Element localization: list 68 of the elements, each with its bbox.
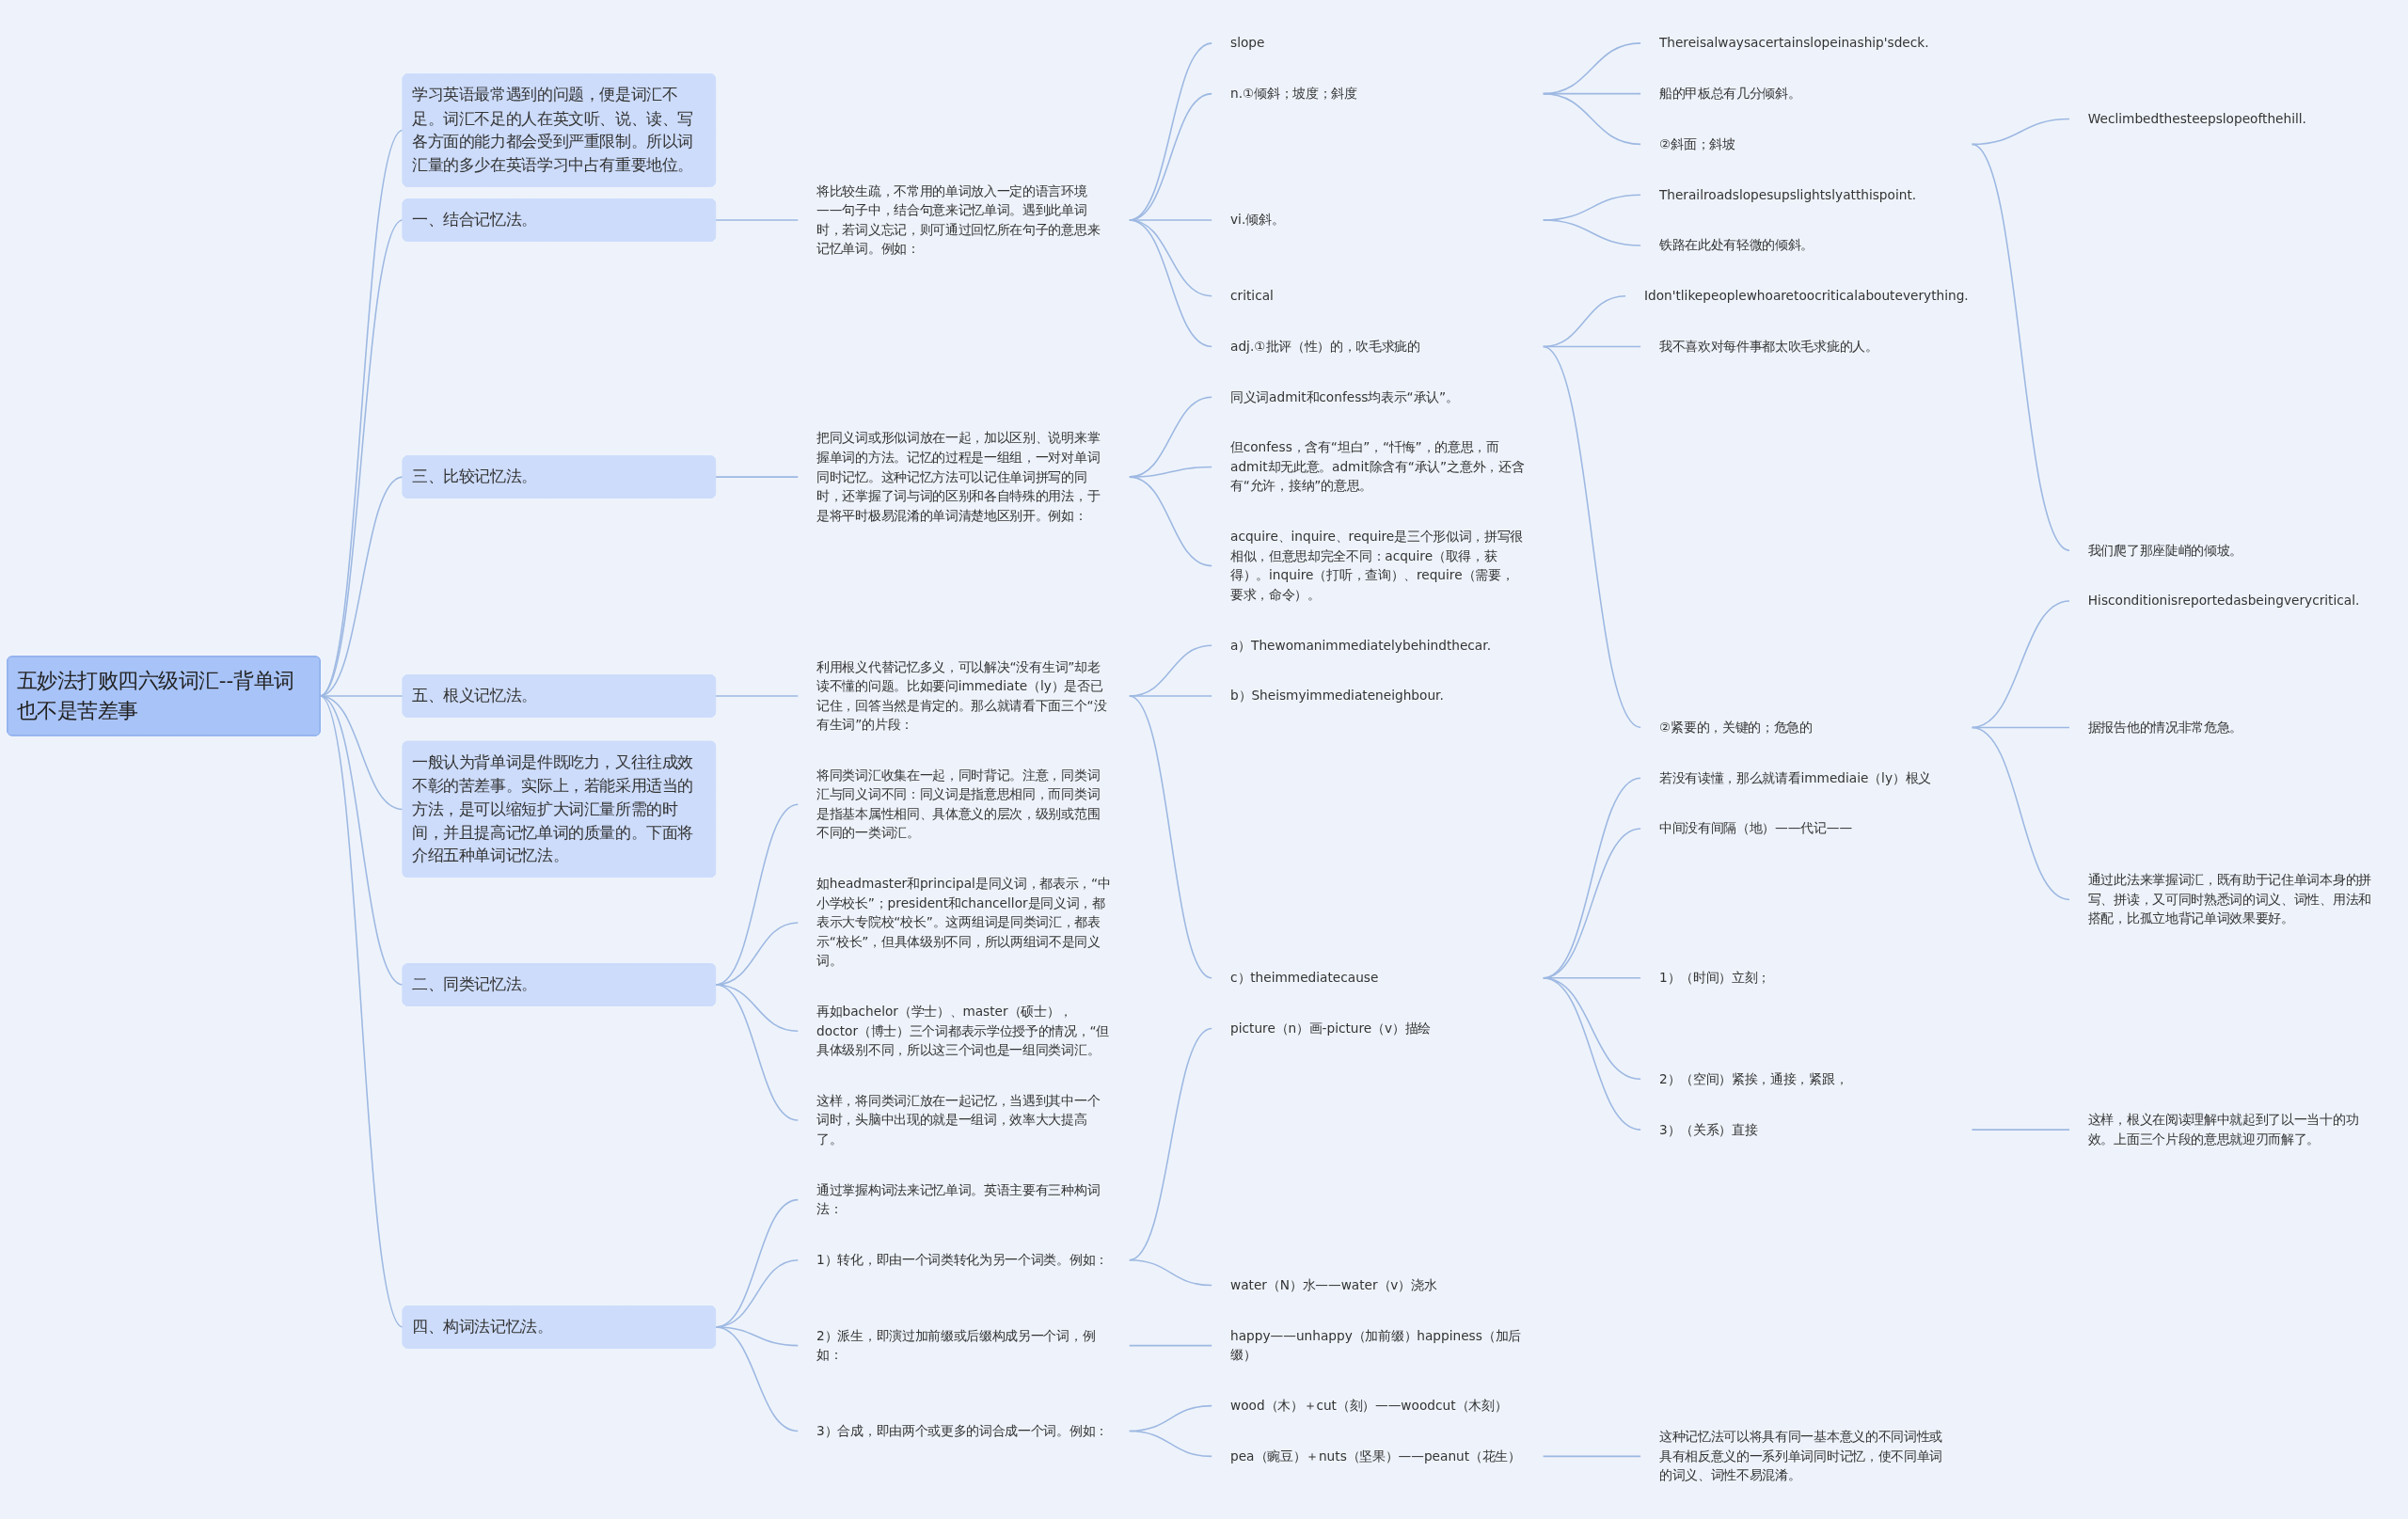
node-text: 我们爬了那座陡峭的倾坡。: [2087, 543, 2243, 558]
node-text: 同义词admit和confess均表示“承认”。: [1230, 389, 1459, 404]
node-text: 但confess，含有“坦白”，“忏悔”，的意思，而admit却无此意。admit除含有“承认”之意外，还含有“允许，接纳”的意思。: [1230, 439, 1525, 494]
node-text: Weclimbedthesteepslopeofthehill.: [2087, 111, 2306, 126]
node-text: ②斜面；斜坡: [1658, 136, 1735, 151]
node-text: 据报告他的情况非常危急。: [2087, 720, 2243, 735]
node-text: 我不喜欢对每件事都太吹毛求疵的人。: [1658, 339, 1878, 354]
node-text: a）Thewomanimmediatelybehindthecar.: [1230, 637, 1491, 653]
connector: [1971, 726, 2070, 901]
node-text: 这种记忆法可以将具有同一基本意义的不同词性或具有相反意义的一系列单词同时记忆，使不同单词的词义、词性不易混淆。: [1658, 1429, 1942, 1483]
node-text: 这样，将同类词汇放在一起记忆，当遇到其中一个词时，头脑中出现的就是一组词，效率大大提高了。: [816, 1093, 1101, 1147]
connector: [1128, 695, 1213, 979]
connector: [714, 695, 800, 697]
node-text: 把同义词或形似词放在一起，加以区别、说明来掌握单词的方法。记忆的过程是一组组，一对对单词同时记忆。这种记忆方法可以记住单词拼写的同时，还掌握了词与词的区别和各自特殊的用法，于是将平时极易混淆的单词清楚地区别开。例如：: [816, 430, 1101, 523]
connector: [1128, 1344, 1213, 1347]
node-text: n.①倾斜；坡度；斜度: [1230, 86, 1357, 102]
node-text: 通过此法来掌握词汇，既有助于记住单词本身的拼写、拼读，又可同时熟悉词的词义、词性、用法和搭配，比孤立地背记单词效果要好。: [2087, 872, 2371, 926]
node-text: 3）（关系）直接: [1658, 1121, 1758, 1137]
node-text: 将同类词汇收集在一起，同时背记。注意，同类词汇与同义词不同：同义词是指意思相同，而同类词是指基本属性相同、具体意义的层次，级别或范围不同的一类词汇。: [816, 767, 1101, 841]
connector: [1971, 1129, 2070, 1131]
node-text: 如headmaster和principal是同义词，都表示，“中小学校长”；president和chancellor是同义词，都表示大专院校“校长”。这两组词是同类词汇，都表示“校长”，但具体级别不同，所以两组词不是同义词。: [816, 876, 1111, 969]
node-text: 再如bachelor（学士）、master（硕士），doctor（博士）三个词都表示学位授予的情况，“但具体级别不同，所以这三个词也是一组同类词汇。: [816, 1004, 1110, 1058]
connector: [1542, 1455, 1642, 1458]
node-text: acquire、inquire、require是三个形似词，拼写很相似，但意思却完全不同：acquire（取得，获得）。inquire（打听，查询）、require（需要，要求，命令）。: [1230, 529, 1524, 602]
node-text: 3）合成，即由两个或更多的词合成一个词。例如：: [816, 1423, 1108, 1438]
connector: [714, 219, 800, 221]
connector: [1128, 1430, 1213, 1458]
node-text: slope: [1230, 35, 1265, 51]
node-text: ②紧要的，关键的；危急的: [1658, 720, 1813, 735]
node-text: vi.倾斜。: [1230, 212, 1285, 228]
connector: [319, 129, 404, 697]
node-text: 若没有读懂，那么就请看immediaie（ly）根义: [1658, 769, 1932, 785]
node-text: 船的甲板总有几分倾斜。: [1658, 86, 1801, 102]
connector: [1128, 1259, 1213, 1287]
node-text: 将比较生疏，不常用的单词放入一定的语言环境——句子中，结合句意来记忆单词。遇到此单词时，若词义忘记，则可通过回忆所在句子的意思来记忆单词。例如：: [816, 183, 1101, 257]
connector: [714, 984, 800, 1121]
connector: [1542, 977, 1642, 1131]
node-text: 1）转化，即由一个词类转化为另一个词类。例如：: [816, 1252, 1108, 1268]
connector: [714, 1326, 800, 1432]
node-text: Thereisalwaysacertainslopeinaship'sdeck.: [1658, 35, 1929, 51]
connector: [319, 695, 404, 1328]
node-text: critical: [1230, 288, 1274, 304]
connector: [1542, 92, 1642, 146]
node-text: Idon'tlikepeoplewhoaretoocriticalabouteverything.: [1643, 288, 1969, 304]
node-text: pea（豌豆）＋nuts（坚果）——peanut（花生）: [1230, 1448, 1521, 1464]
node-text: 通过掌握构词法来记忆单词。英语主要有三种构词法：: [816, 1182, 1101, 1217]
connector: [1542, 345, 1642, 729]
node-text: 2）派生，即演过加前缀或后缀构成另一个词，例如：: [816, 1328, 1096, 1363]
node-text: water（N）水——water（v）浇水: [1230, 1277, 1437, 1292]
node-text: 1）（时间）立刻；: [1658, 970, 1771, 986]
connector: [714, 476, 800, 479]
node-text: 2）（空间）紧挨，通接，紧跟，: [1658, 1071, 1848, 1086]
node-text: b）Sheismyimmediateneighbour.: [1230, 688, 1444, 704]
connector: [1128, 476, 1213, 567]
node-text: 铁路在此处有轻微的倾斜。: [1658, 237, 1814, 253]
node-text: picture（n）画-picture（v）描绘: [1230, 1021, 1432, 1036]
node-text: happy——unhappy（加前缀）happiness（加后缀）: [1230, 1328, 1521, 1363]
node-text: Hisconditionisreportedasbeingverycritical.: [2087, 593, 2360, 609]
connector: [1542, 219, 1642, 246]
node-text: 利用根义代替记忆多义，可以解决“没有生词”却老读不懂的问题。比如要问immediate（ly）是否已记住，回答当然是肯定的。那么就请看下面三个“没有生词”的片段：: [816, 658, 1107, 733]
node-text: 这样，根义在阅读理解中就起到了以一当十的功效。上面三个片段的意思就迎刃而解了。: [2087, 1112, 2359, 1147]
node-text: wood（木）＋cut（刻）——woodcut（木刻）: [1230, 1398, 1508, 1414]
connector: [1971, 143, 2070, 552]
node-text: c）theimmediatecause: [1230, 970, 1379, 986]
connector: [1971, 600, 2070, 729]
node-text: adj.①批评（性）的，吹毛求疵的: [1230, 339, 1420, 354]
node-text: Therailroadslopesupslightslyatthispoint.: [1658, 186, 1917, 202]
node-text: 中间没有间隔（地）——代记——: [1658, 820, 1853, 836]
